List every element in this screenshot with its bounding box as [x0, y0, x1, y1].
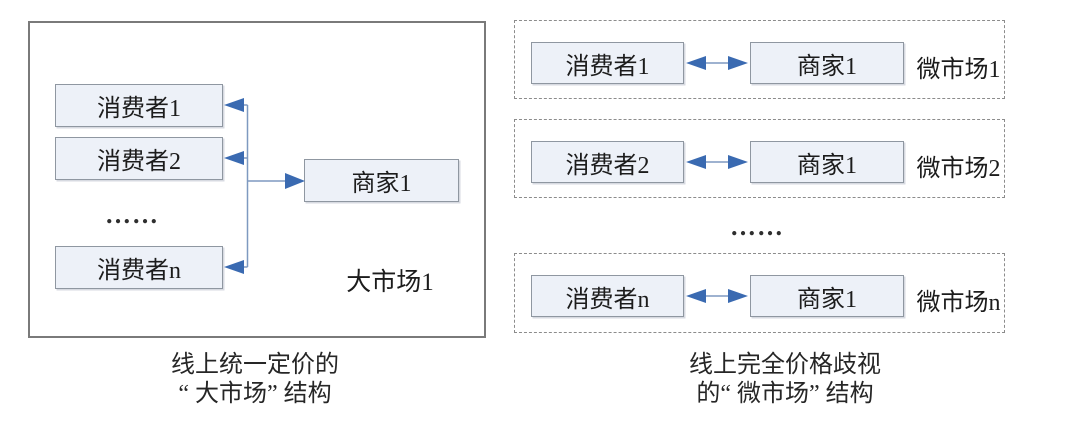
micro-n-merchant-box: 商家1 [750, 275, 904, 317]
merchant-box-left: 商家1 [304, 159, 459, 202]
micro-market-n-label: 微市场n [916, 290, 1001, 316]
micro-1-merchant-box: 商家1 [750, 42, 904, 84]
left-arrowhead-icon [686, 155, 706, 169]
consumer-1-label: 消费者1 [97, 96, 181, 122]
left-caption-line2: “ 大市场” 结构 [178, 381, 332, 407]
right-arrowhead-icon [728, 289, 748, 303]
left-caption-line1: 线上统一定价的 [171, 352, 339, 378]
micro-1-double-arrow [686, 56, 748, 70]
right-arrowhead-icon [728, 56, 748, 70]
left-arrowhead-icon [686, 289, 706, 303]
micro-2-consumer-label: 消费者2 [565, 152, 650, 179]
left-ellipsis: …… [105, 200, 159, 229]
merchant-label-left: 商家1 [351, 171, 412, 197]
consumer-2-box: 消费者2 [55, 137, 223, 180]
micro-market-2-box: 消费者2 商家1 微市场2 [514, 119, 1005, 198]
right-caption-line1: 线上完全价格歧视 [689, 352, 881, 378]
micro-2-consumer-box: 消费者2 [531, 141, 684, 183]
micro-n-consumer-label: 消费者n [565, 286, 650, 313]
micro-market-2-label: 微市场2 [916, 156, 1001, 182]
micro-1-consumer-label: 消费者1 [565, 53, 650, 80]
consumer-n-box: 消费者n [55, 246, 223, 289]
right-arrowhead-icon [728, 155, 748, 169]
consumer-1-box: 消费者1 [55, 84, 223, 127]
micro-market-n-box: 消费者n 商家1 微市场n [514, 253, 1005, 333]
micro-1-consumer-box: 消费者1 [531, 42, 684, 84]
micro-n-merchant-label: 商家1 [797, 286, 857, 313]
right-ellipsis: …… [730, 212, 784, 241]
micro-1-merchant-label: 商家1 [797, 53, 857, 80]
micro-2-merchant-label: 商家1 [797, 152, 857, 179]
big-market-label: 大市场1 [346, 269, 434, 296]
left-arrowhead-icon [686, 56, 706, 70]
consumer-n-label: 消费者n [97, 258, 181, 284]
micro-n-consumer-box: 消费者n [531, 275, 684, 317]
micro-market-1-label: 微市场1 [916, 57, 1001, 83]
right-caption-line2: 的“ 微市场” 结构 [696, 381, 874, 407]
consumer-2-label: 消费者2 [97, 149, 181, 175]
right-caption: 线上完全价格歧视 的“ 微市场” 结构 [605, 351, 965, 409]
micro-market-1-box: 消费者1 商家1 微市场1 [514, 20, 1005, 99]
left-caption: 线上统一定价的 “ 大市场” 结构 [75, 351, 435, 409]
micro-2-merchant-box: 商家1 [750, 141, 904, 183]
micro-n-double-arrow [686, 289, 748, 303]
micro-2-double-arrow [686, 155, 748, 169]
